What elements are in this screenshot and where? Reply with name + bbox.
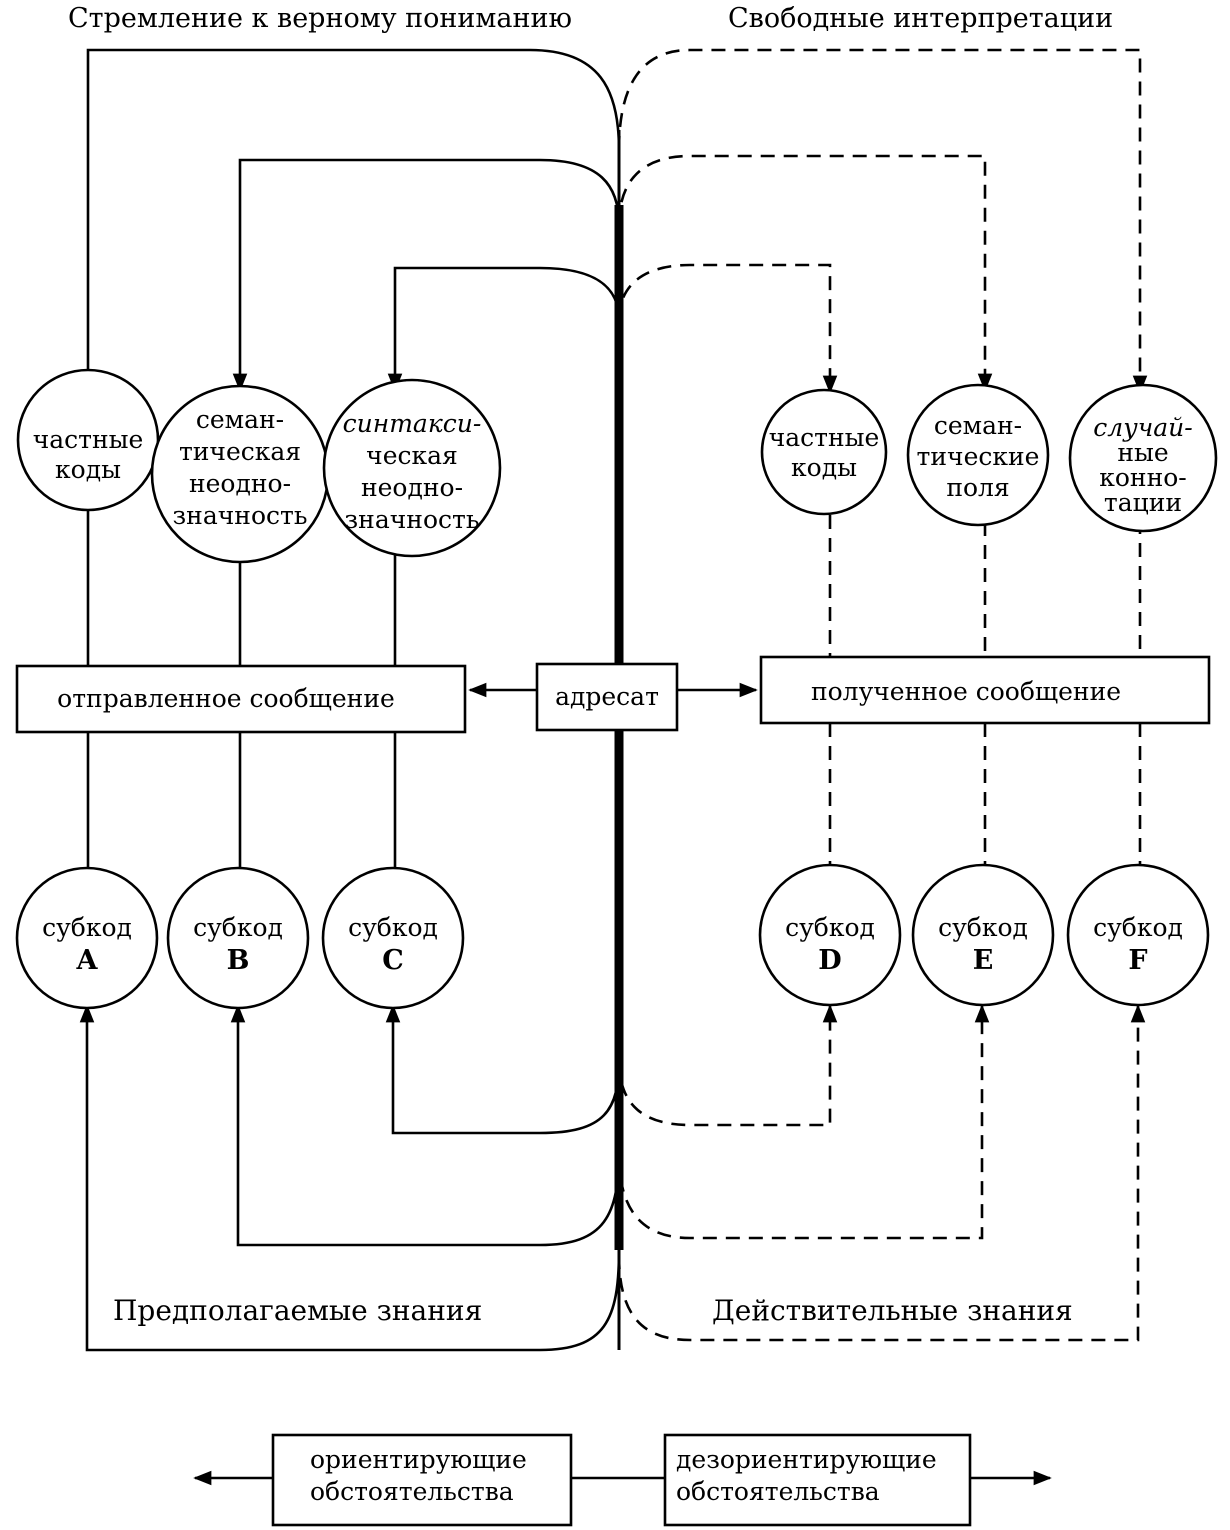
subcode-letter: E: [973, 945, 994, 976]
subcode-label: субкод: [1093, 913, 1183, 942]
node-private-codes-right: частные коды: [760, 388, 888, 516]
received-message-label: полученное сообщение: [811, 677, 1121, 706]
orienting-line-1: ориентирующие: [310, 1445, 527, 1474]
heading-presupposed-knowledge: Предполагаемые знания: [113, 1294, 482, 1327]
dashed-loop-to-semantic-fields: [617, 154, 993, 392]
node-label: коды: [55, 455, 121, 484]
subcode-f-node: субкод F: [1066, 863, 1210, 1007]
loop-to-subcode-a: [79, 1004, 621, 1352]
subcode-label: субкод: [348, 913, 438, 942]
node-label: конно-: [1099, 463, 1187, 492]
dashed-loop-to-subcode-e: [617, 1004, 990, 1240]
node-label: тации: [1104, 488, 1182, 517]
disorienting-line-2: обстоятельства: [676, 1477, 880, 1506]
node-label: неодно-: [189, 469, 291, 498]
node-label: тическая: [179, 437, 301, 466]
heading-actual-knowledge: Действительные знания: [712, 1294, 1073, 1327]
subcode-letter: C: [382, 945, 404, 976]
loop-to-private-codes: [80, 48, 621, 392]
subcode-b-node: субкод B: [166, 866, 310, 1010]
loop-to-subcode-b: [230, 1004, 621, 1247]
subcode-letter: B: [227, 945, 250, 976]
heading-correct-understanding: Стремление к верному пониманию: [68, 3, 572, 34]
subcode-label: субкод: [193, 913, 283, 942]
orienting-circumstances-box: [271, 1433, 573, 1527]
node-label: семан-: [196, 405, 284, 434]
loop-to-syntactic-ambiguity: [387, 266, 621, 392]
node-label: ческая: [366, 441, 458, 470]
node-semantic-fields: семан- тические поля: [906, 383, 1050, 527]
node-label: ные: [1117, 438, 1168, 467]
subcode-d-node: субкод D: [758, 863, 902, 1007]
subcode-label: субкод: [785, 913, 875, 942]
node-label: случай-: [1093, 413, 1192, 442]
subcode-letter: A: [76, 945, 99, 976]
disorienting-circumstances-box: [663, 1433, 972, 1527]
subcode-a-node: субкод A: [15, 866, 159, 1010]
node-label: частные: [33, 425, 144, 454]
node-label: значность: [345, 505, 480, 534]
sent-message-label: отправленное сообщение: [57, 684, 395, 713]
node-label: частные: [769, 423, 880, 452]
loop-to-semantic-ambiguity: [232, 158, 621, 392]
node-label: коды: [791, 453, 857, 482]
dashed-loop-to-subcode-f: [617, 1004, 1146, 1342]
subcode-c-node: субкод C: [321, 866, 465, 1010]
subcode-label: субкод: [42, 913, 132, 942]
subcode-label: субкод: [938, 913, 1028, 942]
node-label: поля: [946, 473, 1009, 502]
node-random-connotations: случай- ные конно- тации: [1068, 383, 1218, 533]
received-message-box: [759, 655, 1211, 725]
addressee-label: адресат: [555, 682, 659, 711]
loop-to-subcode-c: [385, 1004, 621, 1135]
dashed-loop-to-private-codes-right: [617, 263, 838, 394]
node-label: тические: [917, 442, 1040, 471]
dashed-loop-to-subcode-d: [617, 1004, 838, 1127]
node-semantic-ambiguity: семан- тическая неодно- значность: [150, 384, 330, 564]
node-syntactic-ambiguity: синтакси- ческая неодно- значность: [322, 378, 502, 558]
node-label: неодно-: [361, 473, 463, 502]
heading-free-interpretations: Свободные интерпретации: [728, 3, 1113, 34]
dashed-loop-to-random-connotations: [617, 48, 1148, 394]
sent-message-box: [15, 664, 467, 734]
subcode-e-node: субкод E: [911, 863, 1055, 1007]
subcode-letter: D: [818, 945, 841, 976]
disorienting-line-1: дезориентирующие: [676, 1445, 937, 1474]
addressee-box: [535, 662, 679, 732]
node-label: семан-: [934, 411, 1022, 440]
node-private-codes-left: частные коды: [16, 368, 160, 512]
subcode-letter: F: [1128, 945, 1147, 976]
node-label: синтакси-: [343, 409, 482, 438]
orienting-line-2: обстоятельства: [310, 1477, 514, 1506]
node-label: значность: [173, 501, 308, 530]
